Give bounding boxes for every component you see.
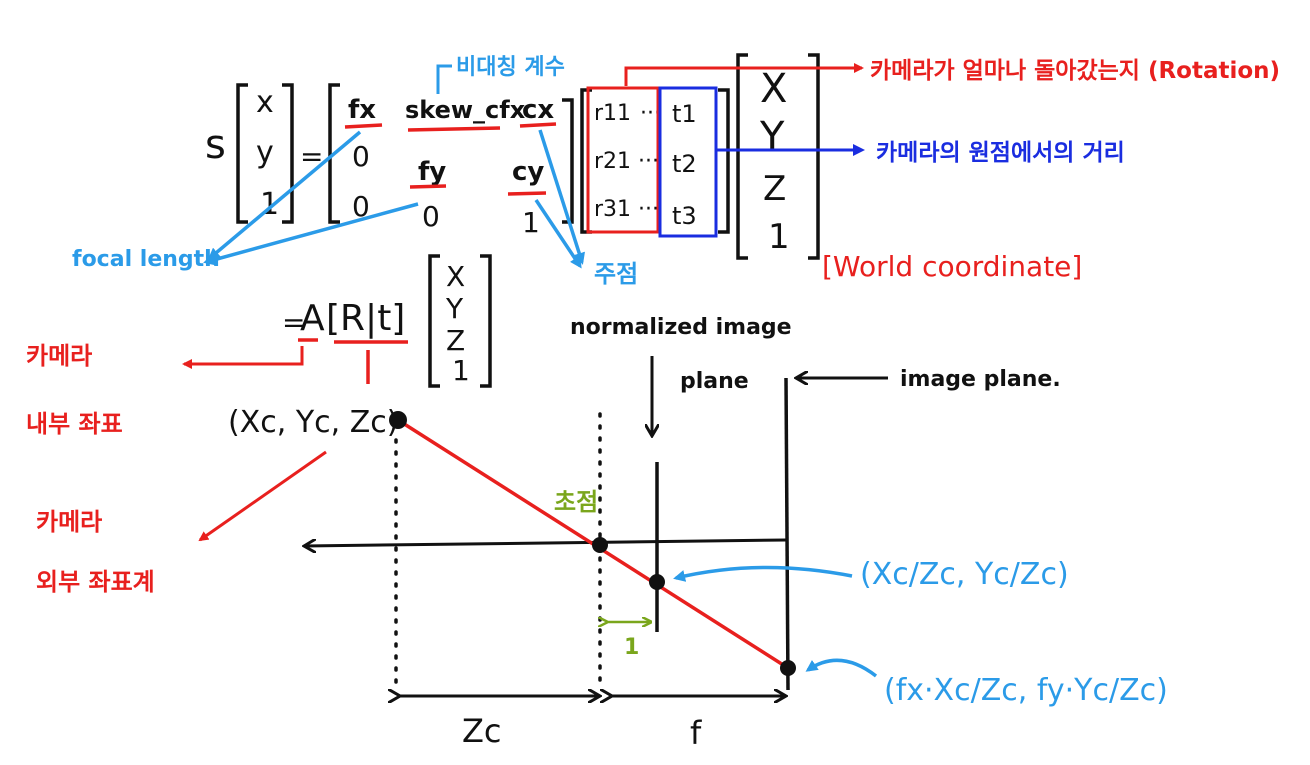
focus-dot — [592, 537, 608, 553]
skew-annotation: 비대칭 계수 — [456, 55, 565, 80]
trans-t3: t3 — [672, 202, 697, 230]
image-plane-label: image plane. — [900, 367, 1061, 392]
intrinsic-fy: fy — [418, 157, 446, 187]
principal-arrow-cx — [538, 129, 585, 265]
equation-annotations: 비대칭 계수 카메라가 얼마나 돌아갔는지 (Rotation) 카메라의 원점… — [72, 55, 1280, 288]
unit-label: 1 — [624, 635, 639, 660]
underline-cy — [507, 191, 547, 196]
rot-r11: r11 — [594, 101, 631, 126]
image-point-arrow — [805, 658, 878, 678]
intrinsic-bracket-right — [562, 98, 574, 224]
world-X: X — [760, 66, 787, 112]
rot-r31: r31 — [594, 197, 631, 222]
intrinsic-label-line2: 내부 좌표 — [26, 410, 123, 438]
trans-t2: t2 — [672, 150, 697, 178]
image-y: y — [256, 135, 274, 170]
intrinsic-label-line1: 카메라 — [26, 342, 92, 370]
focal-arrow-fy — [203, 202, 419, 266]
world-Z: Z — [763, 169, 786, 209]
intrinsic-r3-2: 1 — [522, 206, 540, 239]
intrinsic-r3-1: 0 — [422, 200, 440, 233]
intrinsic-cx: cx — [522, 95, 554, 125]
f-label: f — [690, 714, 702, 752]
compact-one: 1 — [452, 354, 470, 387]
rotation-box — [586, 86, 660, 234]
intrinsic-arrow — [182, 346, 304, 369]
compact-Z: Z — [446, 324, 465, 357]
optical-axis — [304, 538, 787, 546]
intrinsic-r3-0: 0 — [352, 190, 370, 223]
compact-equals: = — [282, 306, 305, 339]
world-one: 1 — [768, 217, 790, 257]
world-coordinate-label: [World coordinate] — [822, 250, 1082, 283]
focal-arrow-fx — [207, 130, 362, 260]
image-vector-bracket-right — [282, 83, 294, 224]
principal-point-label: 주점 — [594, 260, 638, 288]
skew-annotation-hook — [436, 64, 452, 94]
principal-arrow-cy — [534, 199, 582, 269]
extrinsic-bracket-right — [718, 88, 730, 234]
world-vector-bracket-right — [808, 53, 820, 260]
projection-equation: s x y 1 = fx skew_cfx cx 0 fy cy 0 0 1 r… — [205, 53, 820, 260]
normalized-point-dot — [649, 574, 665, 590]
compact-vector-bracket-left — [428, 254, 440, 388]
projection-diagram: (Xc, Yc, Zc) 카메라 외부 좌표계 초점 normalized im… — [36, 315, 1168, 752]
dots-row1: ··· — [640, 101, 661, 126]
translation-annotation: 카메라의 원점에서의 거리 — [876, 140, 1125, 166]
intrinsic-cy: cy — [512, 157, 544, 187]
zc-label: Zc — [462, 712, 502, 750]
underline-fy — [409, 184, 447, 189]
image-vector-bracket-left — [236, 83, 248, 224]
translation-box — [658, 86, 718, 238]
intrinsic-skew: skew_cfx — [405, 96, 526, 124]
rot-r21: r21 — [594, 149, 631, 174]
normalized-point-arrow — [673, 565, 853, 582]
focus-label: 초점 — [554, 488, 598, 516]
underline-skew — [407, 126, 501, 132]
extrinsic-label-line2: 외부 좌표계 — [36, 568, 155, 596]
normalized-point-label: (Xc/Zc, Yc/Zc) — [860, 557, 1069, 592]
dots-row3: ··· — [638, 197, 659, 222]
intrinsic-fx: fx — [348, 95, 376, 125]
compact-Rt: [R|t] — [326, 298, 405, 339]
trans-t1: t1 — [672, 100, 697, 128]
camera-point-dot — [389, 411, 407, 429]
rotation-arrow — [624, 63, 864, 86]
intrinsic-r2-0: 0 — [352, 140, 370, 173]
focal-length-label: focal length — [72, 247, 220, 272]
compact-X: X — [446, 260, 465, 293]
compact-equation: = A [R|t] X Y Z 1 카메라 내부 좌표 — [26, 254, 492, 438]
rotation-annotation: 카메라가 얼마나 돌아갔는지 (Rotation) — [870, 58, 1280, 84]
equals-sign: = — [300, 140, 323, 173]
world-Y: Y — [759, 114, 785, 160]
scale-factor: s — [205, 122, 226, 168]
camera-point-label: (Xc, Yc, Zc) — [228, 405, 398, 440]
world-vector-bracket-left — [736, 53, 748, 260]
underline-fx — [344, 123, 383, 129]
normalized-plane-label-line2: plane — [680, 369, 749, 394]
camera-point-arrow — [198, 450, 327, 542]
image-point-dot — [780, 660, 796, 676]
image-x: x — [256, 85, 274, 120]
image-plane-line — [784, 377, 790, 691]
dots-row2: ··· — [638, 149, 659, 174]
compact-Y: Y — [445, 292, 464, 325]
compact-vector-bracket-right — [480, 254, 492, 388]
underline-cx — [519, 122, 557, 128]
compact-A: A — [300, 298, 325, 339]
extrinsic-label-line1: 카메라 — [36, 508, 102, 536]
normalized-plane-label-line1: normalized image — [570, 315, 792, 340]
intrinsic-bracket-left — [328, 83, 340, 224]
image-point-label: (fx·Xc/Zc, fy·Yc/Zc) — [884, 673, 1168, 708]
